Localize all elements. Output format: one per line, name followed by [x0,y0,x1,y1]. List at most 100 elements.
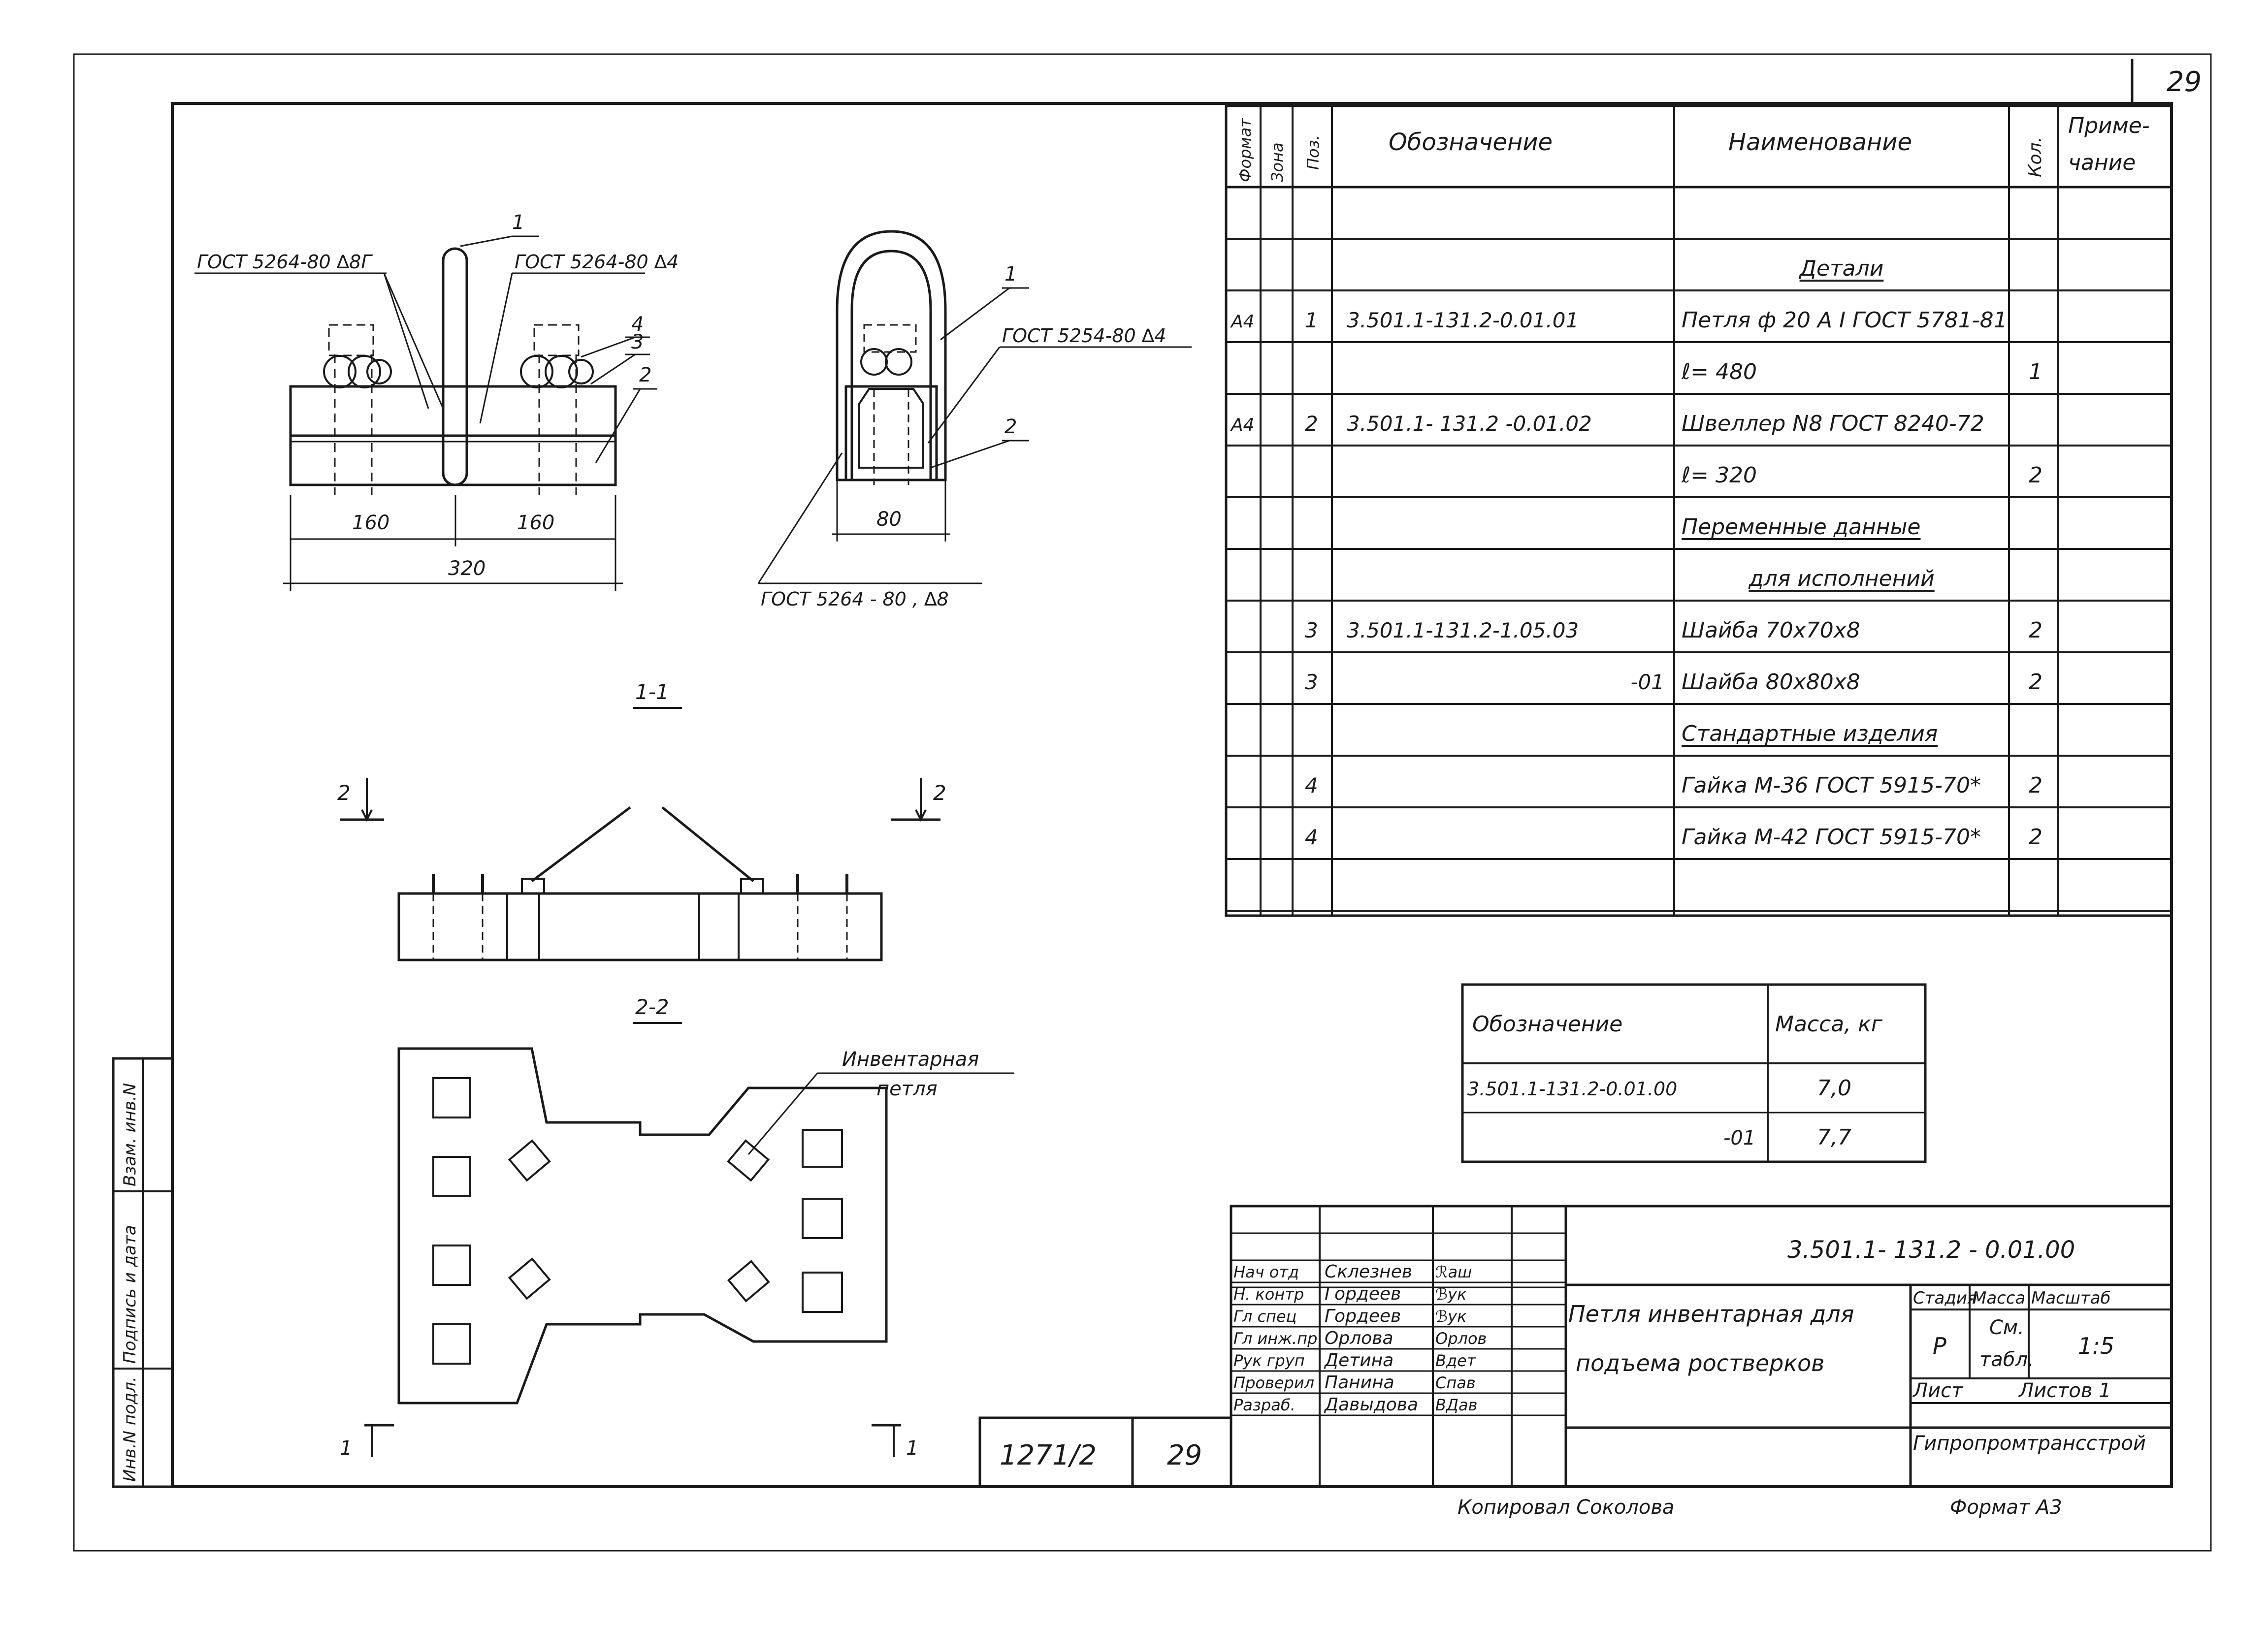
spec-header-note-2: чание [2068,150,2136,175]
spec-cell-pos: 2 [1305,412,1318,436]
person-role: Гл инж.пр [1233,1329,1317,1348]
spec-cell-name: Швеллер N8 ГОСТ 8240-72 [1682,411,1984,436]
spec-cell-name: Петля ф 20 А I ГОСТ 5781-81 [1682,308,2008,333]
person-name: Детина [1324,1350,1393,1371]
left-stamp: Инв.N подл. Подпись и дата Взам. инв.N [112,1057,174,1488]
person-role: Разраб. [1233,1396,1296,1414]
person-signature: ℬук [1435,1285,1467,1304]
mass-label: Масса [1972,1288,2025,1308]
spec-cell-qty: 2 [2029,463,2042,488]
weld-callout-4: ГОСТ 5264 - 80 , ∆8 [761,588,949,610]
side-leader-2: 2 [1004,415,1017,438]
mass-value-1: См. [1989,1316,2024,1339]
sheet-format: Формат А3 [1950,1496,2062,1519]
leader-2: 2 [639,364,651,386]
dim-320: 320 [448,557,486,580]
mass-row-2-designation: -01 [1723,1127,1755,1149]
stage-label: Стадия [1913,1288,1977,1308]
inventory-loop-label-1: Инвентарная [842,1048,979,1071]
spec-cell-name: Шайба 80х80х8 [1682,670,1860,695]
spec-cell-qty: 2 [2029,825,2042,850]
person-signature: ВДав [1435,1396,1477,1414]
outer-frame [73,53,2212,1552]
mass-value-2: табл. [1979,1348,2034,1371]
spec-header-designation: Обозначение [1389,128,1553,156]
person-signature: Орлов [1435,1329,1487,1348]
spec-cell-pos: 1 [1305,308,1318,332]
stamp-sign-label: Подпись и дата [120,1225,140,1364]
spec-cell-name: Гайка М-36 ГОСТ 5915-70* [1682,773,1981,798]
spec-cell-designation: 3.501.1-131.2-0.01.01 [1347,308,1579,332]
person-role: Проверил [1233,1373,1314,1392]
spec-cell-pos: 4 [1305,825,1318,849]
section-arrow-1-left: 1 [340,1437,352,1460]
title-code: 3.501.1- 131.2 - 0.01.00 [1787,1236,2075,1264]
weld-callout-3: ГОСТ 5254-80 ∆4 [1002,325,1166,347]
person-name: Панина [1325,1373,1394,1393]
mass-row-2-mass: 7,7 [1817,1125,1851,1150]
person-signature: ℛаш [1435,1263,1472,1281]
scale-value: 1:5 [2078,1333,2114,1359]
spec-cell-format: А4 [1230,415,1255,435]
specification-table: Формат Зона Поз. Обозначение Наименовани… [1225,104,2173,917]
person-signature: ℬук [1435,1307,1467,1326]
page-number: 29 [2167,66,2202,98]
person-role: Н. контр [1233,1285,1304,1304]
stage-value: Р [1933,1333,1946,1359]
person-signature: Вдет [1435,1351,1477,1370]
spec-cell-name: Гайка М-42 ГОСТ 5915-70* [1682,825,1981,850]
organization: Гипропромтрансстрой [1913,1432,2146,1455]
side-leader-1: 1 [1004,263,1017,286]
leader-1: 1 [512,211,524,234]
spec-cell-name: Шайба 70х70х8 [1682,618,1860,643]
stamp-inv-label: Инв.N подл. [120,1376,140,1482]
person-name: Давыдова [1324,1395,1418,1415]
spec-cell-qty: 1 [2029,359,2042,384]
title-line-2: подъема ростверков [1576,1350,1824,1376]
person-name: Склезнев [1325,1262,1412,1282]
side-view: 80 1 ГОСТ 5254-80 ∆4 2 ГОСТ 5264 - 80 , … [757,230,1192,610]
mass-header-mass: Масса, кг [1775,1012,1883,1037]
spec-cell-designation: -01 [1630,670,1664,694]
loop-rod [442,247,468,486]
spec-cell-name: ℓ= 320 [1681,463,1757,488]
spec-cell-pos: 3 [1305,670,1318,694]
section-arrow-2-right: 2 [933,781,946,805]
leader-4: 4 [631,313,644,336]
person-name: Гордеев [1325,1284,1401,1304]
spec-header-pos: Поз. [1304,135,1323,170]
dim-160-right: 160 [517,511,554,534]
album-page: 29 [1167,1439,1202,1471]
mass-table: Обозначение Масса, кг 3.501.1-131.2-0.01… [1461,983,1927,1163]
spec-header-qty: Кол. [2025,137,2045,177]
spec-cell-name: для исполнений [1748,566,1934,591]
spec-cell-designation: 3.501.1-131.2-1.05.03 [1347,618,1579,642]
spec-cell-pos: 3 [1305,618,1318,642]
section-arrow-1-right: 1 [906,1437,918,1460]
spec-cell-qty: 2 [2029,618,2042,643]
person-signature: Спав [1435,1373,1476,1392]
section-1-1: 1-1 2 2 [337,680,946,961]
spec-cell-name: Стандартные изделия [1682,721,1938,746]
spec-header-name: Наименование [1728,128,1912,156]
dim-80: 80 [876,508,902,531]
person-role: Нач отд [1233,1263,1299,1281]
title-line-1: Петля инвентарная для [1568,1301,1854,1327]
inventory-loop-label-2: петля [876,1078,938,1100]
spec-cell-qty: 2 [2029,773,2042,798]
spec-cell-qty: 2 [2029,670,2042,695]
sheet-label: Лист [1912,1379,1964,1402]
spec-cell-pos: 4 [1305,773,1318,798]
spec-cell-format: А4 [1230,312,1255,332]
person-role: Гл спец [1233,1307,1296,1326]
mass-row-1-designation: 3.501.1-131.2-0.01.00 [1467,1078,1677,1100]
front-view: 160 160 320 ГОСТ 5264-80 ∆8Г ГОСТ 5264-8… [194,211,679,591]
spec-header-format: Формат [1236,118,1255,182]
spec-cell-name: Переменные данные [1682,514,1920,540]
dim-160-left: 160 [352,511,389,534]
weld-callout-2: ГОСТ 5264-80 ∆4 [515,251,679,273]
